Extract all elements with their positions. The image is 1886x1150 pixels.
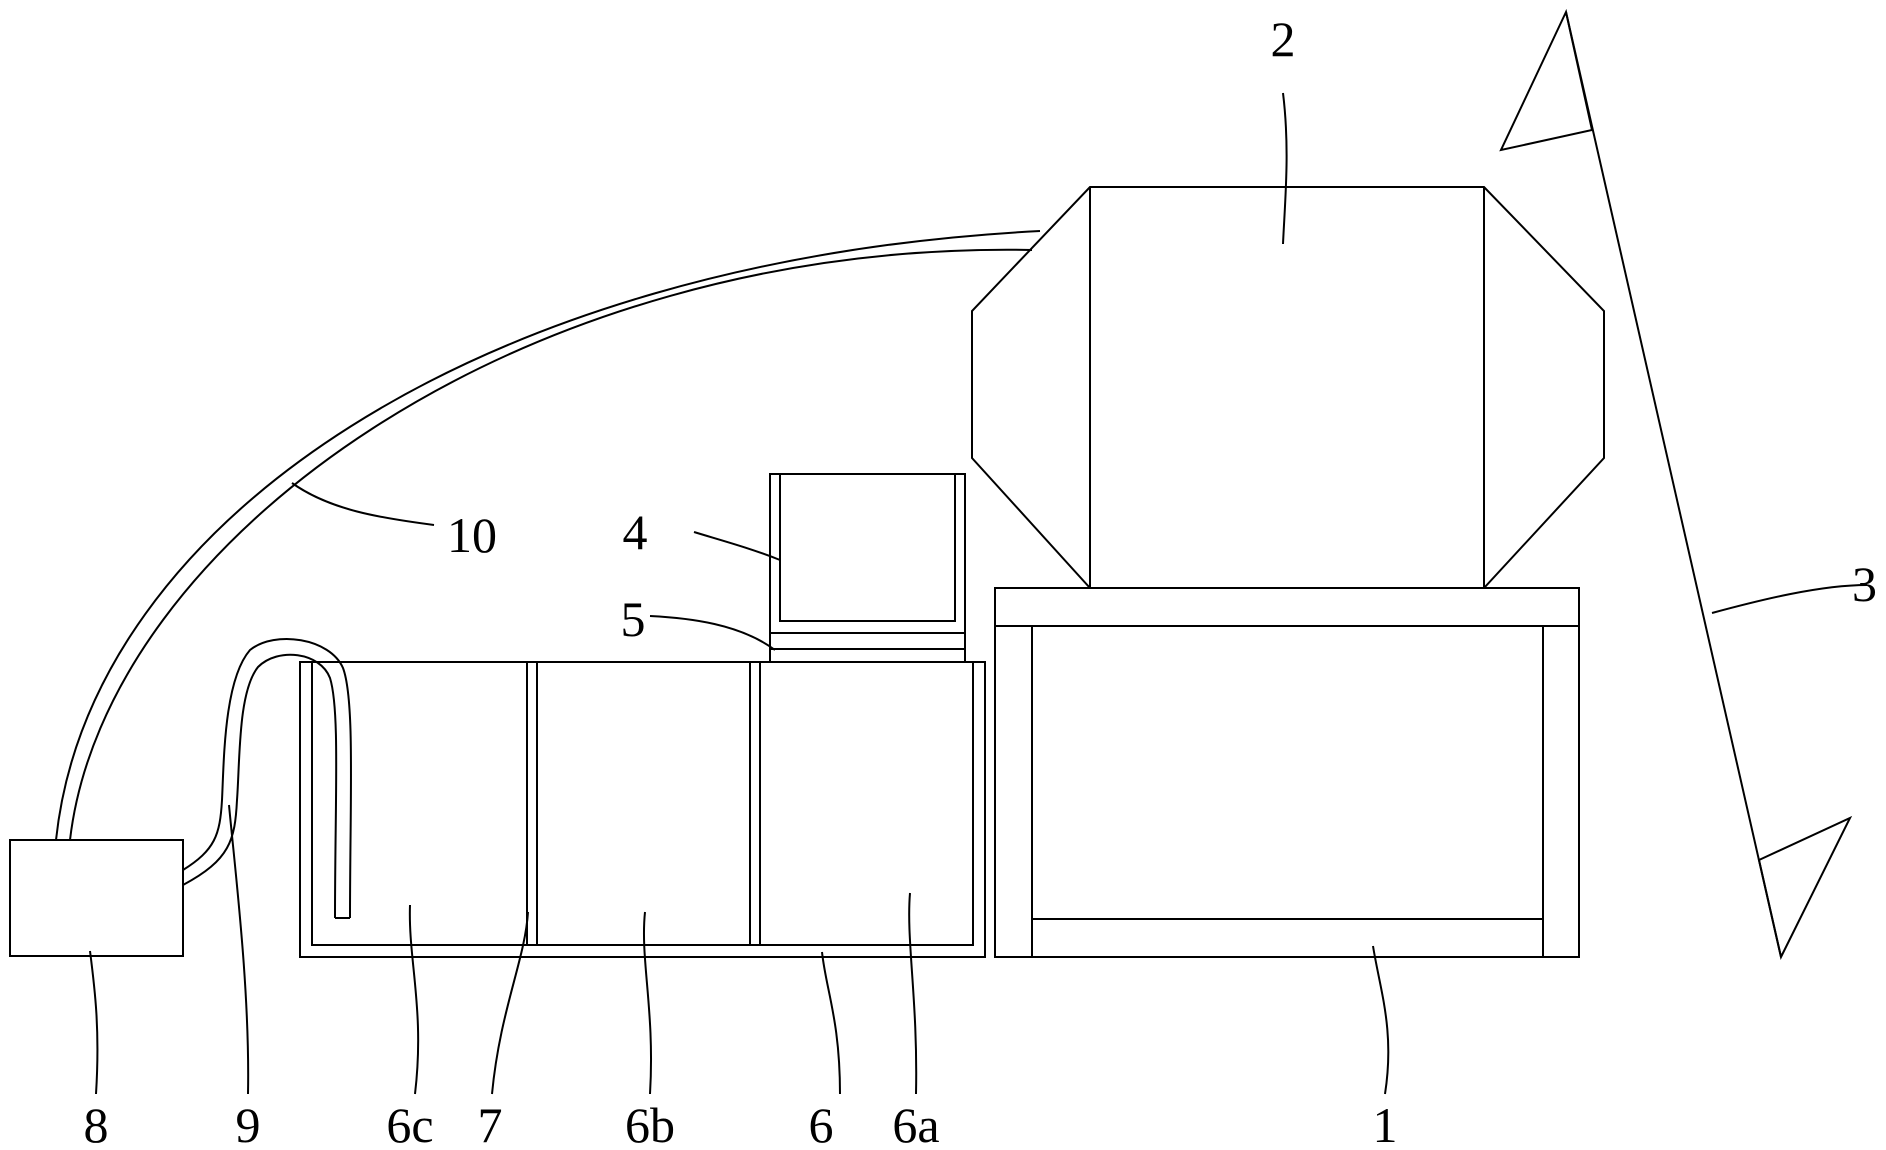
- label-1: 1: [1373, 1097, 1398, 1150]
- suction-hose: [182, 638, 353, 919]
- inclined-screen: [1499, 8, 1853, 960]
- label-10: 10: [447, 507, 497, 563]
- leader-lines: [89, 92, 1868, 1095]
- hopper: [769, 473, 966, 634]
- long-pipe: [55, 230, 1041, 841]
- label-9: 9: [236, 1097, 261, 1150]
- support-plate: [769, 632, 966, 663]
- tank: [299, 661, 986, 958]
- label-8: 8: [84, 1097, 109, 1150]
- label-6b: 6b: [625, 1097, 675, 1150]
- label-2: 2: [1271, 11, 1296, 67]
- base-frame: [994, 587, 1580, 958]
- octagonal-housing: [971, 186, 1605, 589]
- label-6a: 6a: [892, 1097, 939, 1150]
- label-5: 5: [621, 591, 646, 647]
- label-7: 7: [478, 1097, 503, 1150]
- label-6c: 6c: [386, 1097, 433, 1150]
- label-3: 3: [1852, 556, 1877, 612]
- label-4: 4: [623, 504, 648, 560]
- label-6: 6: [809, 1097, 834, 1150]
- pump-box: [9, 839, 184, 957]
